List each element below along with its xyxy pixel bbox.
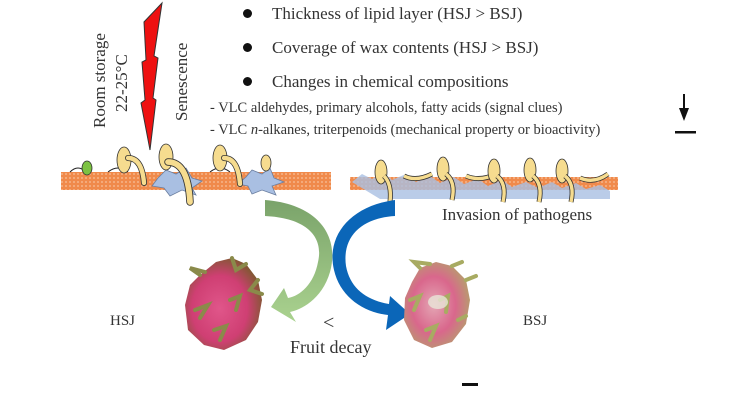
comparison-symbol: < — [323, 312, 335, 334]
spore-small — [81, 160, 93, 176]
senescence-label: Senescence — [172, 42, 191, 121]
scale-bar — [462, 383, 478, 386]
spore — [158, 143, 174, 171]
spore — [260, 154, 272, 172]
temperature-label: 22-25°C — [112, 54, 131, 112]
healthy-cuticle-layer — [61, 143, 331, 206]
fruit-hsj-image — [185, 256, 264, 350]
sub-item-aldehydes: - VLC aldehydes, primary alcohols, fatty… — [210, 100, 563, 116]
dash-icon — [675, 131, 696, 134]
pathogen-invasion-label: Invasion of pathogens — [442, 205, 593, 224]
fruit-decay-caption: Fruit decay — [290, 337, 372, 357]
sub-item-alkanes: - VLC n-alkanes, triterpenoids (mechanic… — [210, 122, 601, 138]
bullet-dot-icon — [243, 42, 252, 52]
bullet-dot-icon — [243, 76, 252, 86]
down-arrow-icon — [679, 94, 689, 121]
green-arrow-to-hsj — [265, 200, 333, 322]
hsj-label: HSJ — [110, 313, 136, 329]
spore-row — [374, 156, 610, 203]
bullet-item: Coverage of wax contents (HSJ > BSJ) — [243, 38, 538, 58]
bullet-item: Changes in chemical compositions — [243, 72, 509, 92]
lightning-bolt-icon — [140, 1, 163, 151]
bsj-label: BSJ — [523, 313, 548, 329]
bullet-dot-icon — [243, 8, 252, 18]
infected-cuticle-layer — [350, 156, 618, 203]
room-storage-label: Room storage — [90, 33, 109, 128]
bullet-item: Thickness of lipid layer (HSJ > BSJ) — [243, 4, 522, 24]
damage-spot — [237, 167, 286, 196]
fruit-bsj-image — [404, 259, 478, 348]
blue-arrow-to-bsj — [332, 200, 410, 330]
